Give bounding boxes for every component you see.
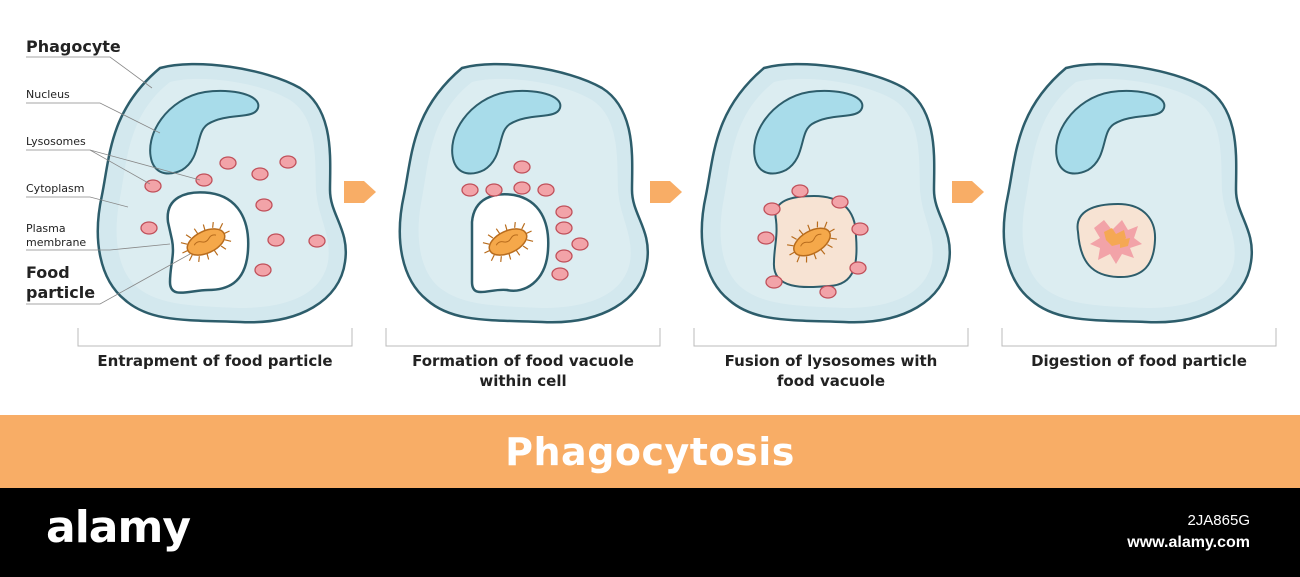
leader-lines xyxy=(26,56,201,305)
label-lysosomes: Lysosomes xyxy=(26,135,86,148)
arrow-1 xyxy=(344,181,376,203)
brand-logo: alamy xyxy=(46,502,191,553)
banner-title: Phagocytosis xyxy=(505,429,795,474)
stage-1-cell xyxy=(96,62,348,324)
caption-brackets xyxy=(77,328,1277,347)
image-id: 2JA865G xyxy=(1187,512,1250,529)
arrow-2 xyxy=(650,181,682,203)
stage-1-caption: Entrapment of food particle xyxy=(97,352,333,370)
stage-4-cell xyxy=(1002,62,1254,324)
stage-4-caption: Digestion of food particle xyxy=(1031,352,1247,370)
footer-bar: alamy 2JA865G www.alamy.com xyxy=(0,488,1300,577)
label-plasma-membrane-line1: Plasma xyxy=(26,222,66,235)
label-food-particle-line1: Food xyxy=(26,263,70,282)
title-banner: Phagocytosis xyxy=(0,415,1300,488)
label-food-particle-line2: particle xyxy=(26,283,96,302)
site-url: www.alamy.com xyxy=(1127,534,1250,551)
label-phagocyte: Phagocyte xyxy=(26,37,121,56)
label-plasma-membrane-line2: membrane xyxy=(26,236,87,249)
label-cytoplasm: Cytoplasm xyxy=(26,182,85,195)
phagocytosis-diagram xyxy=(26,56,1277,347)
arrow-3 xyxy=(952,181,984,203)
label-nucleus: Nucleus xyxy=(26,88,70,101)
stage-2-cell xyxy=(398,62,650,324)
stage-3-cell xyxy=(700,62,952,324)
